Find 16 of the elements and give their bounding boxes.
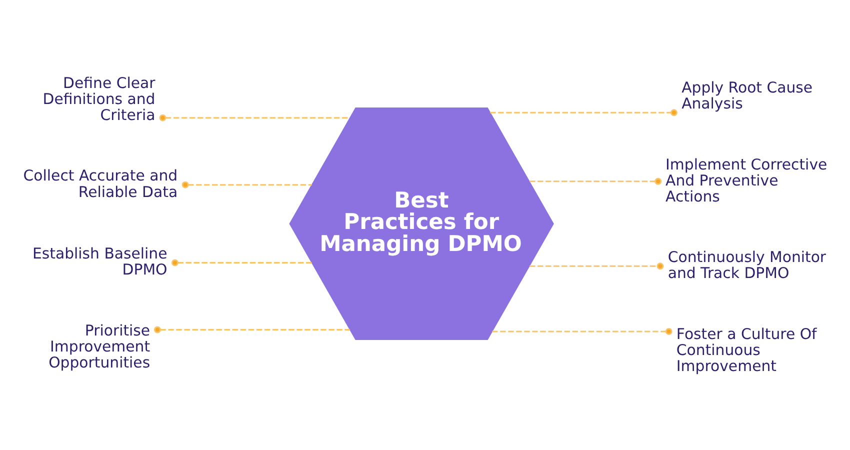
connector — [490, 108, 678, 116]
connector — [182, 180, 312, 188]
node-text: Implement Corrective And Preventive Actions — [666, 154, 828, 205]
node-text: Establish Baseline DPMO — [32, 244, 168, 278]
node-text: Prioritise Improvement Opportunities — [48, 320, 150, 371]
connector — [530, 177, 662, 184]
node-text: Foster a Culture Of Continuous Improvement — [676, 324, 817, 374]
connector — [159, 114, 350, 121]
connector — [492, 327, 672, 334]
connector — [530, 262, 664, 270]
node-text: Collect Accurate and Reliable Data — [23, 166, 178, 200]
connector — [171, 258, 312, 266]
node-text: Define Clear Definitions and Criteria — [42, 73, 156, 124]
node-text: Continuously Monitor and Track DPMO — [668, 248, 826, 282]
node-text: Apply Root Cause Analysis — [682, 78, 813, 112]
connector — [154, 326, 350, 333]
